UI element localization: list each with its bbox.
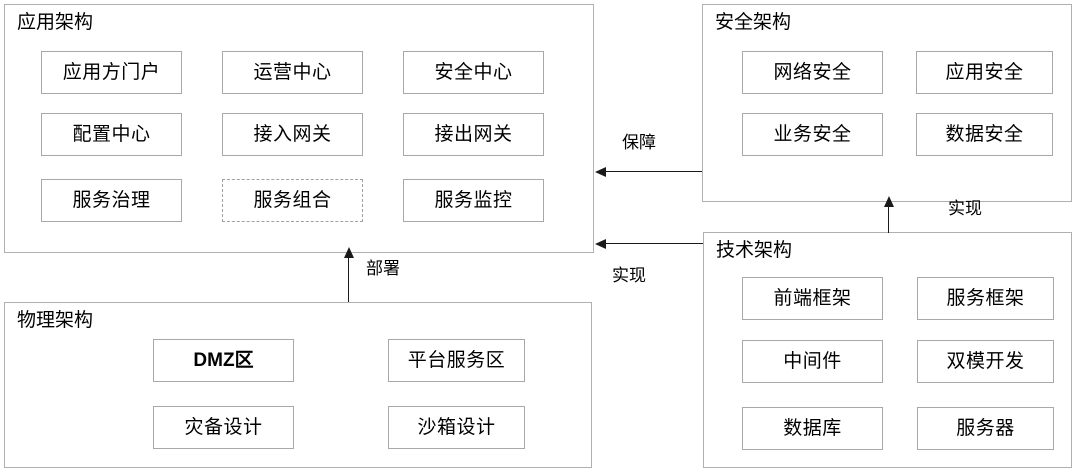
node-data-security[interactable]: 数据安全	[916, 113, 1053, 156]
node-application-portal[interactable]: 应用方门户	[41, 51, 182, 94]
node-frontend-framework[interactable]: 前端框架	[742, 277, 883, 320]
node-egress-gateway[interactable]: 接出网关	[403, 113, 544, 156]
group-technical-architecture[interactable]: 技术架构 前端框架 服务框架 中间件 双模开发 数据库 服务器	[703, 232, 1072, 468]
group-title-application: 应用架构	[17, 12, 94, 33]
connector-arrowhead-technical-to-security	[884, 196, 894, 207]
connector-label-shixian-technical-application: 实现	[612, 266, 646, 285]
node-business-security[interactable]: 业务安全	[742, 113, 883, 156]
connector-line-technical-to-application	[606, 243, 703, 244]
node-platform-service-zone[interactable]: 平台服务区	[388, 339, 525, 382]
connector-label-bushu: 部署	[366, 259, 400, 278]
connector-arrowhead-physical-to-application	[344, 247, 354, 258]
connector-label-shixian-technical-security: 实现	[948, 199, 982, 218]
node-service-framework[interactable]: 服务框架	[917, 277, 1054, 320]
node-ingress-gateway[interactable]: 接入网关	[222, 113, 363, 156]
node-dmz-zone[interactable]: DMZ区	[153, 339, 294, 382]
node-bimodal-development[interactable]: 双模开发	[917, 340, 1054, 383]
node-disaster-recovery-design[interactable]: 灾备设计	[153, 406, 294, 449]
node-config-center[interactable]: 配置中心	[41, 113, 182, 156]
connector-arrowhead-technical-to-application	[595, 239, 606, 249]
node-operation-center[interactable]: 运营中心	[222, 51, 363, 94]
connector-arrowhead-security-to-application	[595, 167, 606, 177]
node-security-center[interactable]: 安全中心	[403, 51, 544, 94]
connector-line-technical-to-security	[888, 203, 889, 233]
group-title-technical: 技术架构	[716, 240, 793, 261]
node-database[interactable]: 数据库	[742, 407, 883, 450]
node-server[interactable]: 服务器	[917, 407, 1054, 450]
connector-line-physical-to-application	[348, 254, 349, 302]
group-title-physical: 物理架构	[17, 310, 94, 331]
node-service-composition[interactable]: 服务组合	[222, 179, 363, 222]
group-title-security: 安全架构	[715, 12, 792, 33]
group-application-architecture[interactable]: 应用架构 应用方门户 运营中心 安全中心 配置中心 接入网关 接出网关 服务治理…	[4, 4, 594, 253]
connector-line-security-to-application	[606, 171, 702, 172]
node-network-security[interactable]: 网络安全	[742, 51, 883, 94]
group-physical-architecture[interactable]: 物理架构 DMZ区 平台服务区 灾备设计 沙箱设计	[4, 302, 592, 468]
node-middleware[interactable]: 中间件	[742, 340, 883, 383]
group-security-architecture[interactable]: 安全架构 网络安全 应用安全 业务安全 数据安全	[702, 4, 1072, 202]
node-sandbox-design[interactable]: 沙箱设计	[388, 406, 525, 449]
node-service-governance[interactable]: 服务治理	[41, 179, 182, 222]
node-application-security[interactable]: 应用安全	[916, 51, 1053, 94]
node-service-monitoring[interactable]: 服务监控	[403, 179, 544, 222]
connector-label-baozhang: 保障	[622, 133, 656, 152]
